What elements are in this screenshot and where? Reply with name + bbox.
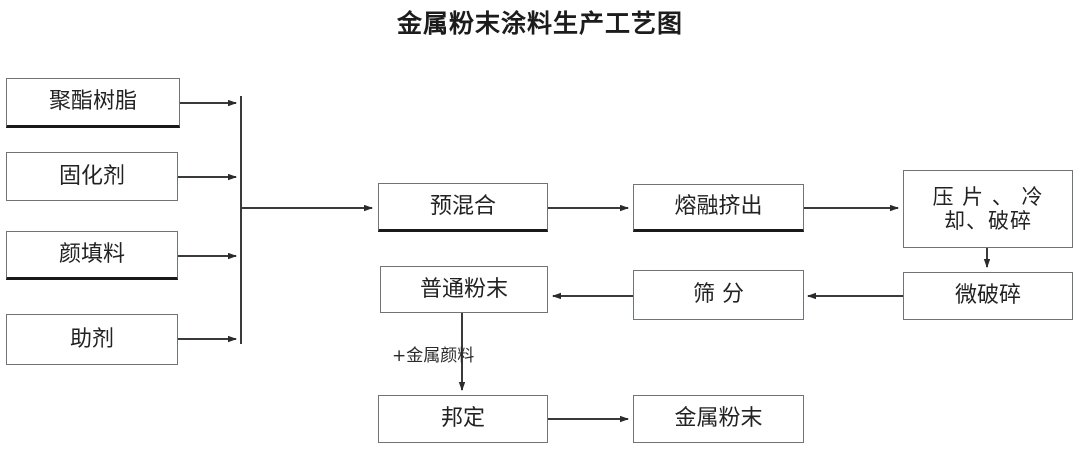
node-curing-agent[interactable]: 固化剂 [6,152,178,201]
node-fine-crushing[interactable]: 微破碎 [903,272,1073,320]
node-label: 金属粉末 [674,406,763,432]
node-label: 筛 分 [693,282,744,308]
node-label-line2: 却、破碎 [944,209,1032,233]
node-bonding[interactable]: 邦定 [378,395,548,443]
node-ordinary-powder[interactable]: 普通粉末 [380,266,548,313]
node-label: 固化剂 [58,163,125,189]
node-polyester-resin[interactable]: 聚酯树脂 [6,78,180,128]
node-label: 聚酯树脂 [48,89,137,115]
node-additive[interactable]: 助剂 [6,314,178,365]
node-label: 邦定 [440,406,485,432]
node-premix[interactable]: 预混合 [378,183,548,232]
node-label: 普通粉末 [419,276,508,302]
node-label: 颜填料 [58,241,125,267]
node-press-cool-crush[interactable]: 压 片 、 冷 却、破碎 [903,170,1073,248]
page-title: 金属粉末涂料生产工艺图 [396,9,683,38]
node-label-line1: 压 片 、 冷 [932,184,1044,209]
edge-label-add-metallic-pigment: +金属颜料 [392,346,475,366]
node-label: 助剂 [69,326,114,352]
node-label: 熔融挤出 [674,194,763,220]
node-melt-extrusion[interactable]: 熔融挤出 [633,184,804,232]
node-pigment-filler[interactable]: 颜填料 [6,231,178,280]
node-label: 微破碎 [954,283,1021,309]
node-metallic-powder[interactable]: 金属粉末 [633,395,804,443]
node-sieving[interactable]: 筛 分 [633,270,804,320]
node-label: 预混合 [429,193,496,219]
